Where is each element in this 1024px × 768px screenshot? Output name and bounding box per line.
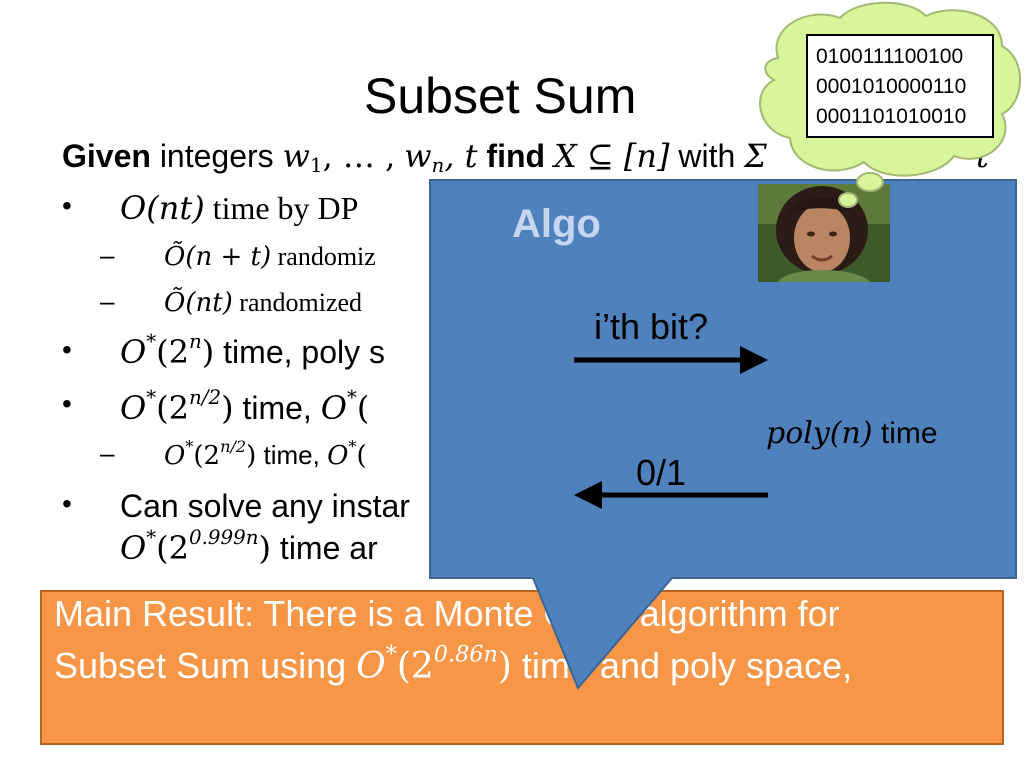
bit-string-3: 0001101010010 <box>816 105 967 128</box>
bit-string-box: 0100111100100 0001010000110 000110101001… <box>806 34 994 138</box>
bullet-1: O(nt) time by DP <box>120 188 358 228</box>
ellipsis: , … , <box>322 137 396 175</box>
sub-bullet-3: O*(2n/2) time, O*( <box>164 436 367 471</box>
sub-bullet-2: Õ(nt) randomized <box>164 286 362 320</box>
algo-panel-shape <box>429 179 1017 690</box>
portrait-image <box>758 184 890 282</box>
bullet-1-text: time by DP <box>204 190 359 226</box>
bullet-2-symbol: • <box>62 334 72 365</box>
sub-1-math: Õ(n + t) <box>164 242 272 272</box>
main-result-line-2: Subset Sum using O*(20.86n) time and pol… <box>54 641 853 687</box>
bullet-4-line-2: O*(20.999n) time ar <box>120 526 378 567</box>
cloud-bubble-2 <box>838 192 858 208</box>
sub-2-math: Õ(nt) <box>164 288 233 318</box>
with-word: with <box>678 138 736 174</box>
wn-var: wn <box>404 137 445 177</box>
bullet-4-symbol: • <box>62 488 72 519</box>
main-result-text: Main Result: There is a Monte Carlo algo… <box>54 588 852 693</box>
sum-fragment: Σ <box>744 137 767 175</box>
bullet-3-symbol: • <box>62 388 72 419</box>
main-result-box <box>40 590 1004 745</box>
sub-1-text: randomiz <box>271 242 376 271</box>
bullet-1-symbol: • <box>62 190 72 221</box>
sub-2-dash: – <box>100 286 115 316</box>
sub-3-dash: – <box>100 438 115 468</box>
person-icon <box>758 184 890 282</box>
poly-time-label: poly(n) time <box>766 416 938 451</box>
set-expr: X ⊆ [n] <box>553 137 670 175</box>
bullet-1-math: O(nt) <box>120 189 205 227</box>
query-arrow-head <box>740 346 768 374</box>
find-keyword: find <box>486 138 546 174</box>
answer-arrow-head <box>574 481 602 509</box>
sub-1-dash: – <box>100 240 115 270</box>
bit-string-1: 0100111100100 <box>816 45 964 68</box>
given-keyword: Given <box>62 138 151 174</box>
cloud-bubble-1 <box>856 172 884 192</box>
bullet-4-line-1: Can solve any instar <box>120 488 410 524</box>
bullet-2: O*(2n) time, poly s <box>120 330 385 371</box>
algo-label: Algo <box>512 202 601 246</box>
t-var: , t <box>444 137 478 175</box>
sub-2-text: randomized <box>232 288 363 317</box>
query-label: i’th bit? <box>594 306 709 347</box>
bit-string-2: 0001010000110 <box>816 75 967 98</box>
integers-word: integers <box>159 138 274 174</box>
given-line: Given integers w1, … , wn, t find X ⊆ [n… <box>62 136 767 176</box>
answer-label: 0/1 <box>636 452 687 493</box>
bullet-3: O*(2n/2) time, O*( <box>120 386 370 427</box>
main-result-line-1: Main Result: There is a Monte Carlo algo… <box>54 593 840 634</box>
sub-bullet-1: Õ(n + t) randomiz <box>164 240 376 274</box>
w1-var: w1 <box>282 137 323 177</box>
slide-title: Subset Sum <box>364 68 637 124</box>
